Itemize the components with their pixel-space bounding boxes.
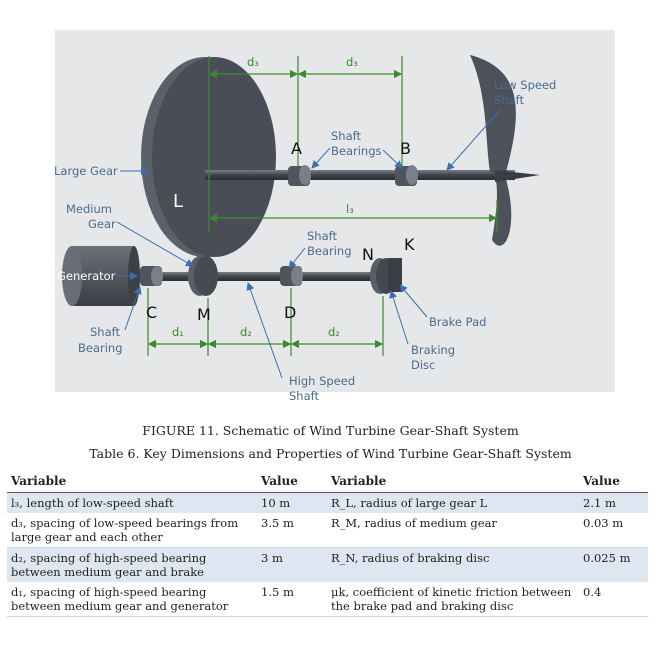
label-large-gear: Large Gear — [54, 164, 118, 178]
large-gear — [141, 57, 276, 257]
label-shaft-bearing-left-2: Bearing — [78, 341, 123, 355]
table-row: d₁, spacing of high-speed bearing betwee… — [7, 582, 648, 617]
cell-value: 3 m — [257, 547, 327, 582]
dim-d1: d₁ — [172, 325, 184, 339]
dim-d2-left: d₂ — [240, 325, 252, 339]
cell-value: 10 m — [257, 492, 327, 513]
cell-variable: d₂, spacing of high-speed bearing betwee… — [7, 547, 257, 582]
cell-value: 3.5 m — [257, 513, 327, 548]
label-generator: Generator — [57, 269, 116, 283]
label-low-speed-shaft-1: Low Speed — [494, 78, 556, 92]
cell-variable: l₃, length of low-speed shaft — [7, 492, 257, 513]
label-shaft-bearing-mid-2: Bearing — [307, 244, 352, 258]
cell-variable: R_M, radius of medium gear — [327, 513, 579, 548]
label-braking-disc-1: Braking — [411, 343, 455, 357]
label-shaft-bearings-2: Bearings — [331, 144, 382, 158]
table-caption: Table 6. Key Dimensions and Properties o… — [89, 446, 572, 461]
cell-value: 1.5 m — [257, 582, 327, 617]
cell-variable: d₁, spacing of high-speed bearing betwee… — [7, 582, 257, 617]
bearing-c — [140, 266, 163, 286]
label-braking-disc-2: Disc — [411, 358, 435, 372]
header-value-2: Value — [579, 470, 648, 493]
letter-a: A — [291, 139, 302, 158]
cell-variable: d₃, spacing of low-speed bearings from l… — [7, 513, 257, 548]
letter-l: L — [173, 191, 183, 212]
label-shaft-bearing-mid-1: Shaft — [307, 229, 337, 243]
table-header-row: Variable Value Variable Value — [7, 470, 648, 493]
bearing-b — [395, 165, 418, 186]
leader-lines — [116, 109, 501, 379]
letter-d: D — [284, 303, 296, 322]
letter-n: N — [362, 245, 374, 264]
brake-pad — [388, 258, 402, 292]
label-shaft-bearings-1: Shaft — [331, 129, 361, 143]
label-brake-pad: Brake Pad — [429, 315, 486, 329]
label-medium-gear-2: Gear — [88, 217, 116, 231]
header-value-1: Value — [257, 470, 327, 493]
table-row: d₂, spacing of high-speed bearing betwee… — [7, 547, 648, 582]
dim-d2-right: d₂ — [328, 325, 340, 339]
letter-c: C — [146, 303, 157, 322]
dim-d3-right: d₃ — [346, 55, 358, 69]
label-low-speed-shaft-2: Shaft — [494, 93, 524, 107]
properties-table: Variable Value Variable Value l₃, length… — [7, 470, 648, 617]
figure-caption: FIGURE 11. Schematic of Wind Turbine Gea… — [142, 423, 519, 438]
label-medium-gear-1: Medium — [66, 202, 112, 216]
label-shaft-bearing-left-1: Shaft — [90, 325, 120, 339]
letter-b: B — [400, 139, 411, 158]
letter-m: M — [197, 305, 211, 324]
header-variable-1: Variable — [7, 470, 257, 493]
header-variable-2: Variable — [327, 470, 579, 493]
bearing-d — [280, 266, 303, 286]
label-high-speed-shaft-2: Shaft — [289, 389, 319, 403]
dim-d3-left: d₃ — [247, 55, 259, 69]
cell-variable: μk, coefficient of kinetic friction betw… — [327, 582, 579, 617]
table-row: l₃, length of low-speed shaft 10 m R_L, … — [7, 492, 648, 513]
high-speed-shaft — [130, 272, 390, 281]
low-speed-shaft — [205, 170, 515, 180]
cell-value: 2.1 m — [579, 492, 648, 513]
cell-value: 0.025 m — [579, 547, 648, 582]
medium-gear — [188, 256, 218, 296]
table-row: d₃, spacing of low-speed bearings from l… — [7, 513, 648, 548]
cell-variable: R_L, radius of large gear L — [327, 492, 579, 513]
dim-l3: l₃ — [346, 202, 354, 216]
wind-turbine-schematic: d₃ d₃ l₃ d₁ d₂ d₂ A B L N K C M D Low Sp… — [54, 30, 615, 403]
cell-value: 0.4 — [579, 582, 648, 617]
label-high-speed-shaft-1: High Speed — [289, 374, 355, 388]
letter-k: K — [404, 235, 415, 254]
dimension-lines — [147, 56, 498, 356]
cell-value: 0.03 m — [579, 513, 648, 548]
bearing-a — [288, 165, 311, 186]
cell-variable: R_N, radius of braking disc — [327, 547, 579, 582]
